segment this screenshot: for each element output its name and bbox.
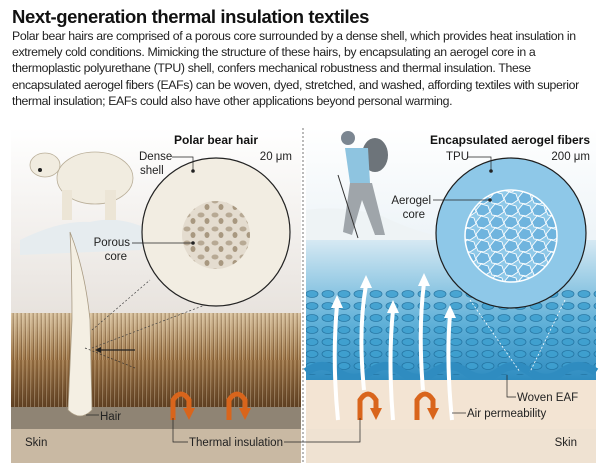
woven-eaf-label: Woven EAF [517,392,578,404]
dense-shell-label-line2: shell [140,165,164,177]
left-scale-label: 20 μm [260,151,292,163]
air-permeability-label: Air permeability [467,408,546,420]
figure-title: Next-generation thermal insulation texti… [12,6,369,27]
aerogel-core-label-line2: core [403,209,425,221]
heat-arrow-icon [357,391,436,420]
left-panel-title: Polar bear hair [174,133,258,147]
epidermis [11,407,301,429]
hiker-illustration [337,131,388,239]
right-scale-label: 200 μm [551,151,590,163]
snow-hill [20,219,150,255]
aerogel-core-label-line1: Aerogel [391,195,431,207]
polar-bear-panel: Polar bear hair 20 μm Dense shell Porous… [11,128,301,463]
heat-arrow-icon [170,391,248,420]
figure-description: Polar bear hairs are comprised of a poro… [12,29,579,108]
aerogel-core [464,189,558,283]
aerogel-fiber-panel: Encapsulated aerogel fibers 200 μm TPU A… [303,128,599,463]
tpu-label: TPU [446,151,469,163]
polar-bear-illustration [29,151,134,220]
porous-core-label-line2: core [105,251,127,263]
right-panel-title: Encapsulated aerogel fibers [430,133,590,147]
porous-core-label-line1: Porous [94,237,131,249]
dense-shell-label-line1: Dense [139,151,172,163]
hair-strand [67,231,93,417]
skin-label-left: Skin [25,437,47,449]
skin-layer-left [11,429,301,463]
thermal-insulation-label: Thermal insulation [189,437,283,449]
porous-core [182,201,250,269]
skin-layer-right [306,429,596,463]
skin-label-right: Skin [555,437,577,449]
hair-label: Hair [100,411,121,423]
air-flow-arrow-icon [332,282,454,421]
